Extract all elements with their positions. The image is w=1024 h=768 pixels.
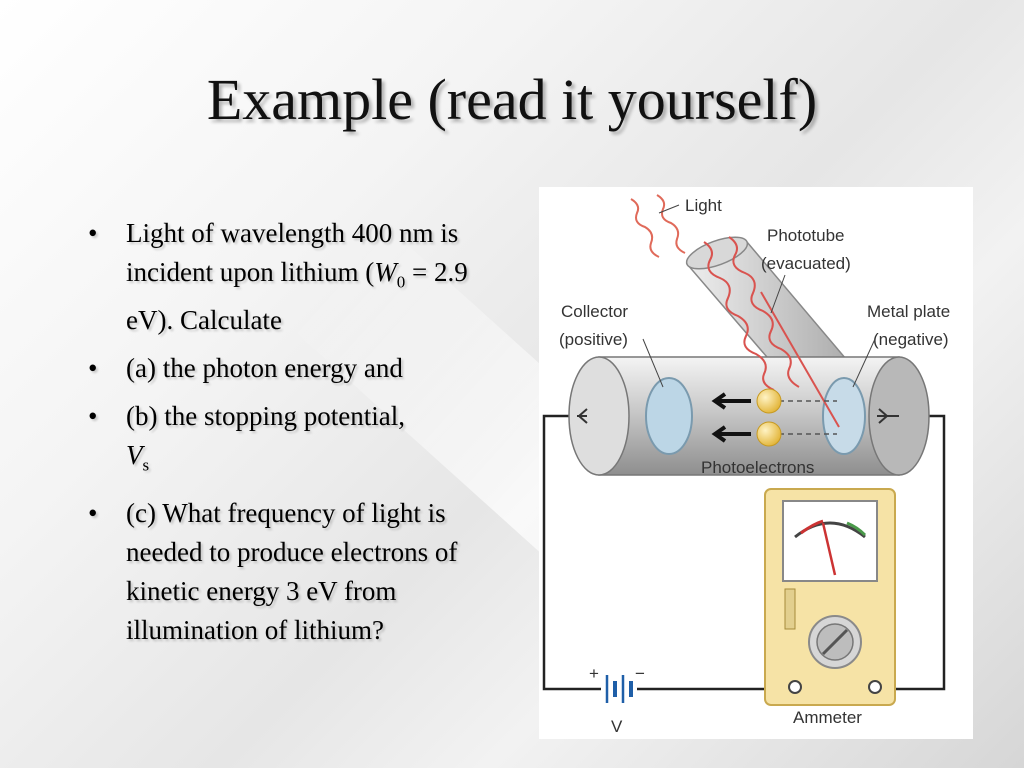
label-metal-plate: Metal plate	[867, 302, 950, 321]
label-battery-plus: +	[589, 664, 599, 683]
phototube-diagram: Light Phototube (evacuated) Collector (p…	[539, 187, 973, 739]
leader-lines	[642, 204, 876, 388]
label-collector: Collector	[561, 302, 628, 321]
label-battery-v: V	[611, 717, 623, 736]
ammeter	[764, 488, 896, 706]
bullet-item: • Light of wavelength 400 nm is incident…	[88, 214, 508, 340]
label-battery-minus: −	[635, 664, 645, 683]
label-light: Light	[685, 196, 722, 215]
bullet-dot: •	[88, 497, 98, 528]
label-phototube: Phototube	[767, 226, 845, 245]
light-rays	[630, 194, 840, 428]
label-photoelectrons: Photoelectrons	[701, 458, 814, 477]
photoelectrons	[711, 388, 837, 447]
bullet-dot: •	[88, 353, 98, 384]
bullet-dot: •	[88, 218, 98, 248]
bullet-dot: •	[88, 401, 98, 432]
bullet-item: • (b) the stopping potential, Vs	[88, 397, 508, 484]
label-collector-positive: (positive)	[559, 330, 628, 349]
slide-title: Example (read it yourself)	[206, 67, 818, 132]
collector-plate	[645, 377, 693, 455]
bullet-item: • (c) What frequency of light is needed …	[88, 494, 508, 650]
bullet-list: • Light of wavelength 400 nm is incident…	[88, 214, 508, 659]
label-ammeter: Ammeter	[793, 708, 862, 727]
bullet-item: • (a) the photon energy and	[88, 349, 508, 388]
metal-plate	[822, 377, 866, 455]
battery	[605, 675, 633, 703]
label-metal-negative: (negative)	[873, 330, 949, 349]
label-evacuated: (evacuated)	[761, 254, 851, 273]
electrode-leads	[577, 408, 899, 424]
